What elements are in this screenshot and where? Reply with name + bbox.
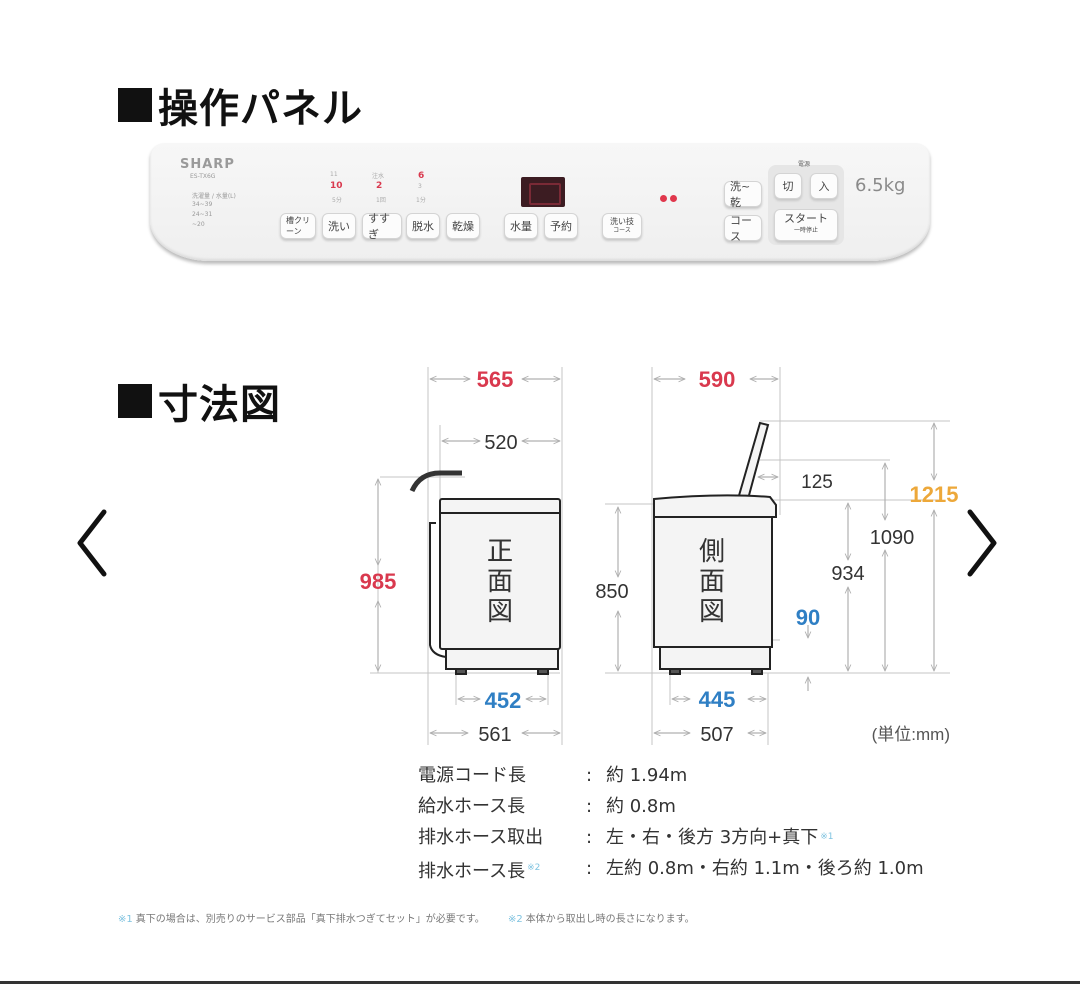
spec-value: 約 1.94m — [606, 765, 688, 786]
indicator-led — [670, 195, 677, 202]
chevron-right-icon — [967, 509, 997, 577]
side-height-hinge: 1090 — [870, 527, 915, 549]
rinse-button: すすぎ — [362, 212, 402, 241]
start-button: スタート 一時停止 — [774, 209, 838, 241]
spec-label: 排水ホース取出 — [418, 827, 544, 848]
dimension-diagram: 正 正 面 図 565 520 985 452 561 — [360, 367, 959, 746]
spec-list: 電源コード長 : 約 1.94m 給水ホース長 : 約 0.8m 排水ホース取出… — [418, 760, 924, 887]
wash-course-label: 洗い技 — [610, 217, 634, 226]
power-off-button: 切 — [774, 173, 802, 199]
brand-logo: SHARP — [180, 157, 235, 172]
side-height-top: 934 — [831, 563, 864, 585]
side-height-lid-open: 1215 — [910, 482, 959, 507]
spec-row: 電源コード長 : 約 1.94m — [418, 760, 924, 791]
footnote-ref: ※2 — [527, 863, 541, 873]
course-button: コース — [724, 214, 762, 243]
spec-value: 約 0.8m — [606, 796, 676, 817]
side-foot-span: 445 — [699, 687, 736, 712]
control-panel-image: SHARP ES-TX6G 洗濯量 / 水量(L) 34~39 24~31 ~2… — [150, 143, 930, 261]
power-label: 電源 — [798, 161, 811, 168]
side-base-clearance: 90 — [796, 605, 820, 630]
wash-course-button: 洗い技 コース — [602, 213, 642, 239]
spec-row: 給水ホース長 : 約 0.8m — [418, 791, 924, 822]
wash-dry-button: 洗~乾 — [724, 180, 762, 209]
timer-button: 予約 — [544, 213, 578, 239]
wash-button: 洗い — [322, 213, 356, 239]
rinse-indicator: 1回 — [376, 197, 386, 204]
front-view-char: 図 — [487, 596, 513, 626]
led-display — [521, 177, 565, 207]
legend-row: 34~39 — [192, 201, 213, 208]
model-number: ES-TX6G — [190, 173, 216, 180]
spec-separator: : — [586, 827, 593, 848]
wash-indicator-active: 10 — [330, 181, 343, 191]
chevron-left-icon — [77, 509, 107, 577]
spec-value: 左約 0.8m・右約 1.1m・後ろ約 1.0m — [606, 858, 924, 879]
rinse-indicator-active: 2 — [376, 181, 383, 191]
side-view-char: 側 — [699, 536, 725, 566]
side-height-body: 850 — [595, 581, 628, 603]
front-view-char: 正 — [487, 536, 513, 566]
spec-label-text: 排水ホース長 — [418, 861, 526, 882]
wash-indicator: 5分 — [332, 197, 342, 204]
footnote-text: 本体から取出し時の長さになります。 — [525, 914, 695, 925]
side-view-char: 面 — [699, 566, 725, 596]
footnote-mark: ※1 — [118, 914, 133, 925]
footnote-ref: ※1 — [820, 832, 834, 842]
control-panel-heading: 操作パネル — [118, 76, 363, 134]
wash-course-sublabel: コース — [613, 227, 631, 234]
control-panel-title: 操作パネル — [158, 86, 363, 132]
dimensions-heading: 寸法図 — [118, 372, 281, 430]
front-total-width: 565 — [477, 367, 514, 392]
side-view-char: 図 — [699, 596, 725, 626]
spin-indicator-active: 6 — [418, 171, 425, 181]
wash-indicator: 11 — [330, 171, 338, 178]
square-bullet-icon — [118, 88, 152, 122]
legend-row: 24~31 — [192, 211, 213, 218]
side-total-depth: 590 — [699, 367, 736, 392]
front-view-label: 正 — [487, 536, 513, 566]
front-view-char: 面 — [487, 566, 513, 596]
bottom-border — [0, 981, 1080, 984]
spec-separator: : — [586, 765, 593, 786]
dimensions-title: 寸法図 — [158, 382, 281, 428]
water-level-button: 水量 — [504, 213, 538, 239]
spec-separator: : — [586, 796, 593, 817]
spin-button: 脱水 — [406, 213, 440, 239]
legend-row: ~20 — [192, 221, 205, 228]
spec-label: 排水ホース長※2 — [418, 853, 586, 887]
spec-label: 給水ホース長 — [418, 796, 526, 817]
spec-row: 排水ホース取出 : 左・右・後方 3方向+真下 ※1 — [418, 822, 924, 853]
pause-label: 一時停止 — [793, 227, 818, 234]
next-image-button[interactable] — [962, 508, 1002, 578]
square-bullet-icon — [118, 384, 152, 418]
start-label: スタート — [784, 212, 828, 225]
rinse-indicator: 注水 — [372, 173, 385, 180]
spec-label: 電源コード長 — [418, 765, 526, 786]
dry-button: 乾燥 — [446, 213, 480, 239]
spin-indicator: 1分 — [416, 197, 426, 204]
spec-row: 排水ホース長※2 : 左約 0.8m・右約 1.1m・後ろ約 1.0m — [418, 853, 924, 887]
power-on-button: 入 — [810, 173, 838, 199]
front-body-width: 520 — [484, 432, 517, 454]
spin-indicator: 3 — [418, 183, 422, 190]
spec-value: 左・右・後方 3方向+真下 — [606, 827, 819, 848]
footnote-text: 真下の場合は、別売りのサービス部品「真下排水つぎてセット」が必要です。 — [135, 914, 485, 925]
front-height: 985 — [360, 569, 397, 594]
unit-label: (単位:mm) — [872, 725, 950, 744]
spec-separator: : — [586, 858, 593, 879]
front-foot-span: 452 — [485, 688, 522, 713]
capacity-label: 6.5kg — [855, 175, 906, 196]
indicator-led — [660, 195, 667, 202]
side-base-depth: 507 — [700, 724, 733, 746]
side-lid-offset: 125 — [801, 472, 833, 493]
tub-clean-button: 槽クリーン — [280, 213, 316, 239]
front-base-width: 561 — [478, 724, 511, 746]
legend-header: 洗濯量 / 水量(L) — [192, 193, 236, 200]
previous-image-button[interactable] — [72, 508, 112, 578]
footnote-mark: ※2 — [507, 914, 523, 925]
